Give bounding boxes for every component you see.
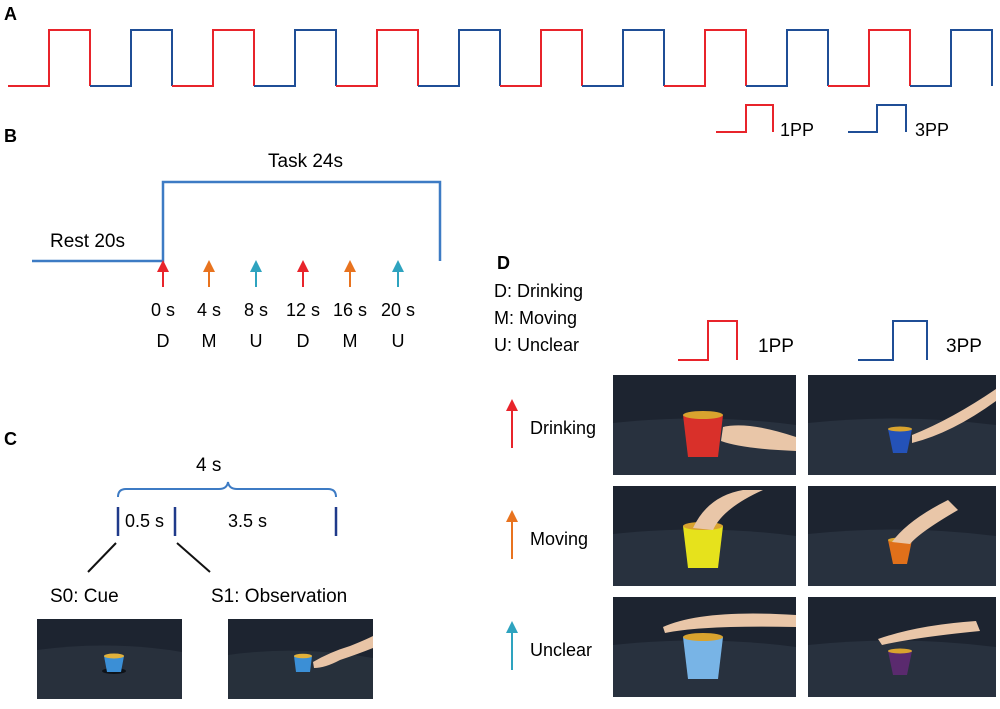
pulse-1pp [172,29,255,87]
s1-label: S1: Observation [211,586,347,607]
pulse-3pp [254,29,337,87]
hand-icon [663,613,796,633]
trial-brace [117,481,337,498]
pulse-3pp [418,29,501,87]
cup-icon [683,637,723,679]
pulse-3pp [910,29,993,87]
key-moving: M: Moving [494,308,577,328]
task-label: Task 24s [268,151,343,172]
observation-hand-icon [313,636,373,668]
photo-moving-1pp [613,486,796,586]
event-code-label: D [297,331,310,351]
col-3pp-label: 3PP [946,336,982,357]
event-code-label: U [250,331,263,351]
cue-cup-icon [104,656,124,672]
event-arrows: 0 s D 4 s M 8 s U 12 s D 16 s M 20 s U [151,260,415,351]
row-label-unclear: Unclear [530,640,592,660]
event-time-label: 4 s [197,300,221,320]
hand-icon [892,500,958,544]
obs-connector [176,542,211,573]
hand-icon [721,425,796,451]
panel-a-letter: A [4,4,17,24]
photo-unclear-3pp [808,597,996,697]
pulse-3pp [746,29,829,87]
rest-label: Rest 20s [50,231,125,252]
event-time-label: 0 s [151,300,175,320]
event-time-label: 12 s [286,300,320,320]
observation-image [228,619,373,699]
observation-cup-icon [294,656,312,672]
panel-b-letter: B [4,126,17,146]
s0-label: S0: Cue [50,586,119,607]
pulse-1pp [664,29,747,87]
col-3pp-pulse [858,320,928,361]
hand-icon [878,621,980,645]
photo-drinking-3pp [808,375,996,475]
legend-3pp-pulse [848,104,907,133]
event-time-label: 8 s [244,300,268,320]
pulse-3pp [582,29,665,87]
row-label-drinking: Drinking [530,418,596,438]
col-1pp-pulse [678,320,738,361]
cup-icon [888,429,912,453]
photo-unclear-1pp [613,597,796,697]
panel-c-letter: C [4,429,17,449]
pulse-train [8,29,993,87]
key-drinking: D: Drinking [494,281,583,301]
col-1pp-label: 1PP [758,336,794,357]
photo-moving-3pp [808,486,996,586]
obs-duration-label: 3.5 s [228,511,267,531]
event-time-label: 16 s [333,300,367,320]
panel-a-legend: 1PP 3PP [716,104,949,140]
pulse-1pp [500,29,583,87]
legend-3pp-label: 3PP [915,120,949,140]
cup-icon [683,415,723,457]
pulse-3pp [90,29,173,87]
pulse-1pp [8,29,91,87]
hand-icon [693,490,763,530]
event-code-label: U [392,331,405,351]
trial-total-label: 4 s [196,455,221,476]
cup-icon [683,526,723,568]
cue-connector [87,542,117,573]
row-label-moving: Moving [530,529,588,549]
cue-duration-label: 0.5 s [125,511,164,531]
key-unclear: U: Unclear [494,335,579,355]
photo-drinking-1pp [613,375,796,475]
pulse-1pp [336,29,419,87]
cup-icon [888,651,912,675]
legend-1pp-label: 1PP [780,120,814,140]
hand-icon [912,389,996,443]
cup-icon [888,540,912,564]
event-time-label: 20 s [381,300,415,320]
pulse-1pp [828,29,911,87]
panel-d-letter: D [497,253,510,273]
event-code-label: M [202,331,217,351]
block-timeline [32,180,442,263]
event-code-label: D [157,331,170,351]
event-code-label: M [343,331,358,351]
legend-1pp-pulse [716,104,774,133]
cue-image [37,619,182,699]
